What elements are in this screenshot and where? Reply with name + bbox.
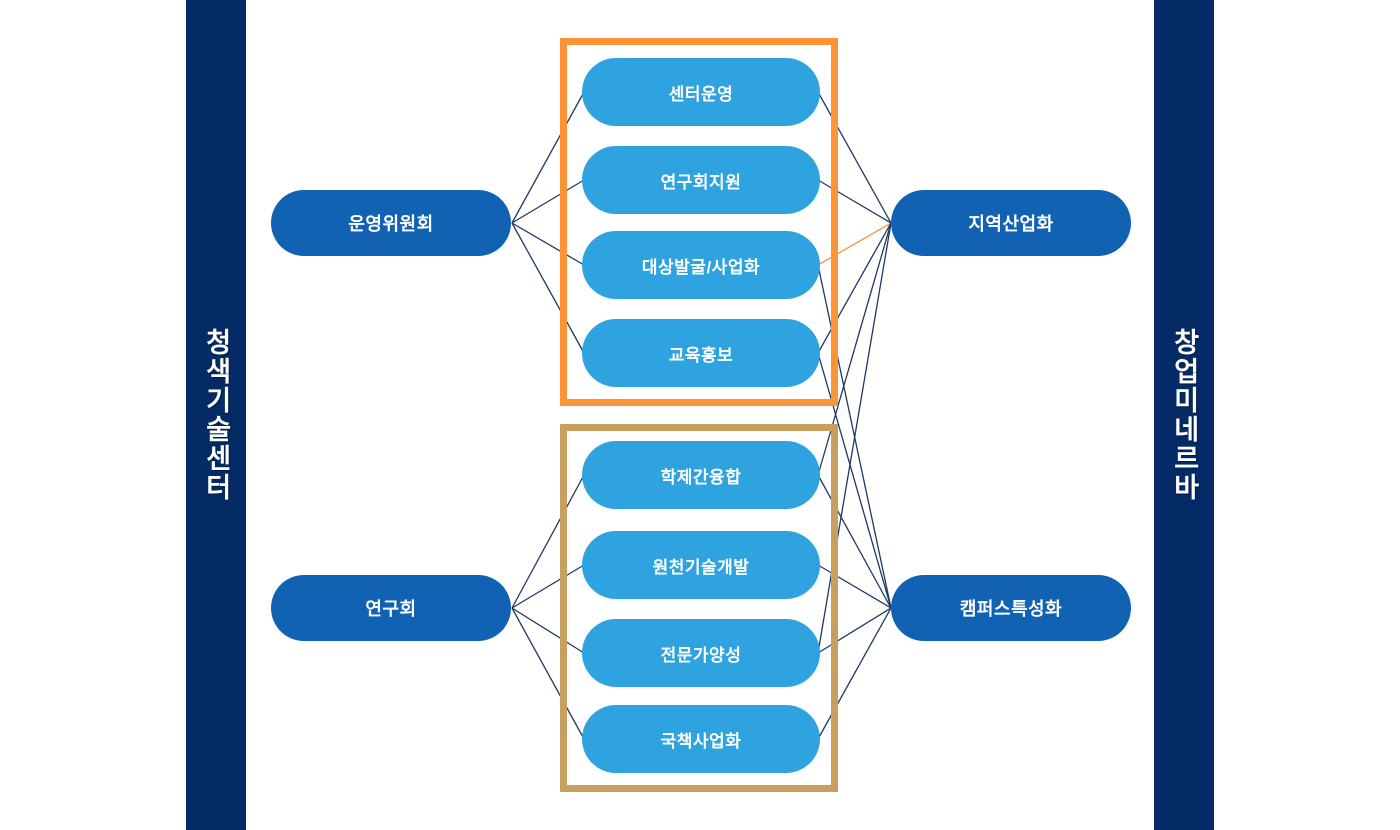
node-core-technology-development-label: 원천기술개발 <box>652 557 750 577</box>
node-steering-committee-label: 운영위원회 <box>348 214 434 234</box>
node-center-operation-label: 센터운영 <box>668 84 734 104</box>
node-education-promotion[interactable]: 교육홍보 <box>582 319 820 387</box>
node-target-discovery[interactable]: 대상발굴/사업화 <box>582 231 820 299</box>
node-regional-industrialization[interactable]: 지역산업화 <box>891 190 1131 256</box>
node-interdisciplinary-convergence[interactable]: 학제간융합 <box>582 441 820 509</box>
node-core-technology-development[interactable]: 원천기술개발 <box>582 531 820 599</box>
node-research-society-label: 연구회 <box>365 599 417 619</box>
center-group-frame <box>560 38 838 406</box>
node-national-project-commercialization-label: 국책사업화 <box>660 731 742 751</box>
node-society-support[interactable]: 연구회지원 <box>582 146 820 214</box>
node-expert-training-label: 전문가양성 <box>660 645 742 665</box>
left-side-bar: 청색기술센터 <box>186 0 246 830</box>
right-side-bar-label: 창업미네르바 <box>1169 328 1200 502</box>
node-society-support-label: 연구회지원 <box>660 172 742 192</box>
research-group-frame <box>560 424 838 792</box>
node-campus-specialization-label: 캠퍼스특성화 <box>959 599 1063 619</box>
node-campus-specialization[interactable]: 캠퍼스특성화 <box>891 575 1131 641</box>
node-research-society[interactable]: 연구회 <box>271 575 511 641</box>
right-side-bar: 창업미네르바 <box>1154 0 1214 830</box>
node-interdisciplinary-convergence-label: 학제간융합 <box>660 467 742 487</box>
node-center-operation[interactable]: 센터운영 <box>582 58 820 126</box>
node-national-project-commercialization[interactable]: 국책사업화 <box>582 705 820 773</box>
node-steering-committee[interactable]: 운영위원회 <box>271 190 511 256</box>
node-regional-industrialization-label: 지역산업화 <box>968 214 1054 234</box>
node-expert-training[interactable]: 전문가양성 <box>582 619 820 687</box>
left-side-bar-label: 청색기술센터 <box>201 328 232 502</box>
node-education-promotion-label: 교육홍보 <box>668 345 734 365</box>
node-target-discovery-label: 대상발굴/사업화 <box>641 257 761 277</box>
